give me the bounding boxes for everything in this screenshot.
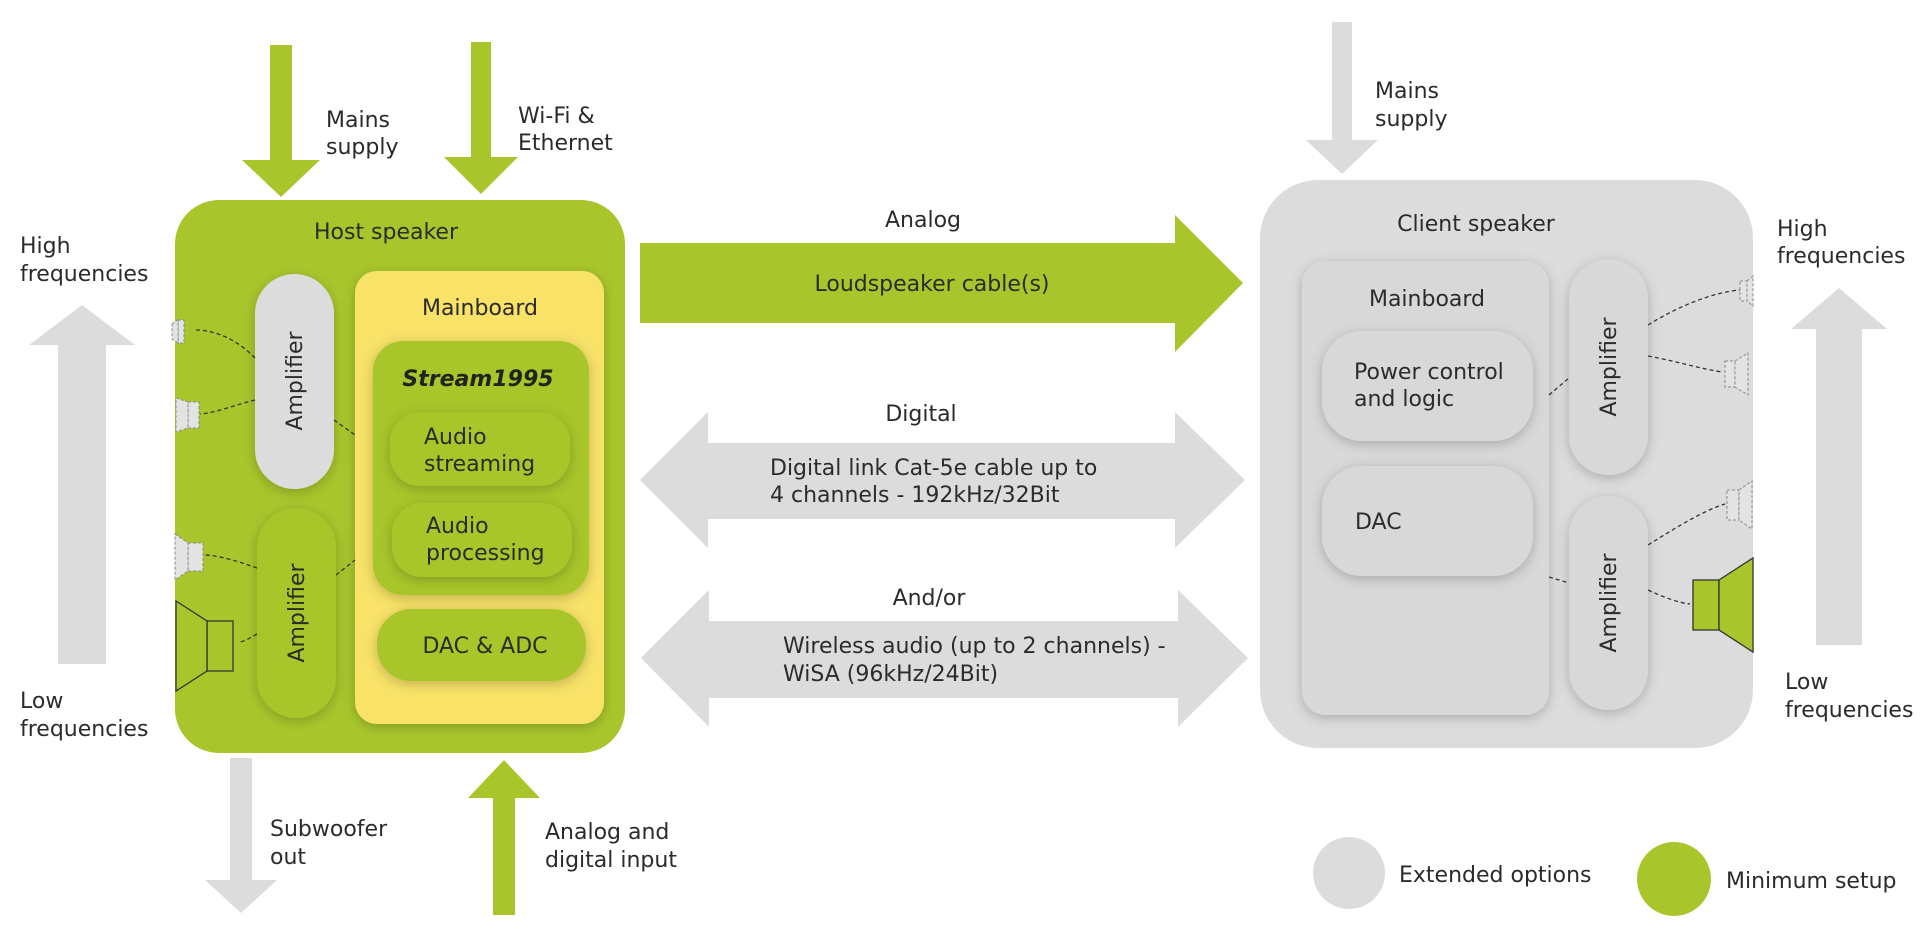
digital-label: Digital: [885, 402, 956, 427]
subwoofer-out-label-1: Subwoofer: [270, 817, 388, 842]
svg-text:Analog and digital input: Analog and digital input: [545, 820, 677, 873]
client-mainboard-title: Mainboard: [1369, 287, 1485, 312]
host-amplifier-bottom-label: Amplifier: [285, 562, 310, 662]
right-high-label-2: frequencies: [1777, 244, 1905, 269]
host-mainboard-title: Mainboard: [422, 296, 538, 321]
svg-text:Audio processing: Audio processing: [426, 514, 545, 566]
analog-input-label-2: digital input: [545, 848, 677, 873]
svg-text:Power control and logic: Power control and logic: [1354, 360, 1511, 412]
host-amplifier-top: [255, 274, 334, 489]
analog-link-arrow: [640, 215, 1243, 352]
wireless-link-arrow: [641, 590, 1248, 727]
host-mains-label-2: supply: [326, 135, 398, 160]
host-network-label-1: Wi-Fi &: [518, 104, 595, 129]
left-high-label-2: frequencies: [20, 262, 148, 287]
client-amplifier-top: [1569, 259, 1648, 475]
svg-text:Wireless audio (up to 2 channe: Wireless audio (up to 2 channels) - WiSA…: [783, 634, 1173, 687]
host-midrange-line: [204, 554, 258, 569]
left-low-label-1: Low: [20, 689, 63, 714]
client-midrange-icon: [1726, 480, 1753, 530]
left-frequency-arrow: [29, 305, 135, 664]
client-woofer-icon: [1692, 556, 1754, 654]
digital-link-arrow: [640, 412, 1245, 548]
client-amplifier-bottom-label: Amplifier: [1597, 552, 1622, 652]
svg-text:Mains supply: Mains supply: [326, 108, 398, 160]
svg-text:Low frequencies: Low frequencies: [20, 689, 148, 742]
wireless-text-1: Wireless audio (up to 2 channels) -: [783, 634, 1166, 659]
host-tweeter-1-line: [195, 329, 256, 359]
host-network-arrow: [444, 42, 518, 194]
subwoofer-out-label-2: out: [270, 845, 306, 870]
host-woofer-icon: [175, 599, 234, 693]
host-amp-to-mainboard-line: [333, 419, 356, 576]
host-network-label-2: Ethernet: [518, 131, 613, 156]
client-mains-label-1: Mains: [1375, 79, 1439, 104]
audio-processing-label-1: Audio: [426, 514, 489, 539]
right-low-label-1: Low: [1785, 670, 1828, 695]
right-high-label-1: High: [1777, 217, 1828, 242]
host-midrange-icon: [174, 533, 204, 581]
legend-extended-swatch: [1313, 837, 1385, 909]
dac-adc-block: [377, 609, 586, 681]
client-dac-label: DAC: [1355, 510, 1402, 535]
svg-text:High frequencies: High frequencies: [1777, 217, 1905, 269]
left-low-label-2: frequencies: [20, 717, 148, 742]
svg-text:Subwoofer out: Subwoofer out: [270, 817, 394, 870]
client-amplifier-bottom: [1569, 496, 1648, 710]
dac-adc-label: DAC & ADC: [422, 634, 547, 659]
svg-text:High frequencies: High frequencies: [20, 234, 148, 287]
client-speaker-title: Client speaker: [1397, 212, 1556, 237]
audio-processing-block: [392, 503, 572, 577]
host-speaker-title: Host speaker: [314, 220, 459, 245]
client-tweeter-1-icon: [1739, 274, 1754, 308]
analog-digital-input-arrow: [468, 760, 540, 915]
host-mains-arrow: [242, 45, 320, 197]
client-dac-block: [1322, 466, 1533, 576]
legend-minimum-label: Minimum setup: [1726, 869, 1896, 894]
host-amplifier-bottom: [257, 508, 336, 718]
audio-streaming-label-1: Audio: [424, 425, 487, 450]
host-amplifier-top-label: Amplifier: [283, 330, 308, 430]
svg-text:Mains supply: Mains supply: [1375, 79, 1447, 132]
host-tweeter-1-icon: [171, 319, 185, 344]
loudspeaker-cable-label: Loudspeaker cable(s): [814, 272, 1049, 297]
client-tweeter-2-line: [1647, 355, 1724, 373]
legend-extended-label: Extended options: [1399, 863, 1592, 888]
digital-link-text-2: 4 channels - 192kHz/32Bit: [770, 483, 1060, 508]
analog-label: Analog: [885, 208, 961, 233]
stream1995-brand: Stream1995: [402, 367, 553, 392]
host-mains-label-1: Mains: [326, 108, 390, 133]
analog-input-label-1: Analog and: [545, 820, 669, 845]
right-frequency-arrow: [1791, 288, 1887, 645]
host-woofer-line: [239, 633, 258, 643]
power-control-block: [1322, 331, 1533, 441]
audio-streaming-block: [390, 412, 570, 486]
digital-link-text-1: Digital link Cat-5e cable up to: [770, 456, 1097, 481]
subwoofer-out-arrow: [205, 758, 277, 913]
svg-text:Digital link Cat-5e cable up t: Digital link Cat-5e cable up to 4 channe…: [770, 456, 1104, 508]
host-tweeter-2-icon: [175, 397, 200, 433]
left-high-label-1: High: [20, 234, 71, 259]
client-mains-arrow: [1306, 22, 1378, 174]
client-amplifier-top-label: Amplifier: [1597, 316, 1622, 416]
and-or-label: And/or: [893, 586, 967, 611]
legend-minimum-swatch: [1637, 842, 1711, 916]
client-mains-label-2: supply: [1375, 107, 1447, 132]
audio-streaming-label-2: streaming: [424, 452, 535, 477]
client-mainboard-amp-lines: [1548, 377, 1570, 584]
svg-text:Low frequencies: Low frequencies: [1785, 670, 1913, 723]
power-control-label-1: Power control: [1354, 360, 1504, 385]
right-low-label-2: frequencies: [1785, 698, 1913, 723]
svg-text:Wi-Fi & Ethernet: Wi-Fi & Ethernet: [518, 104, 613, 156]
client-tweeter-2-icon: [1724, 352, 1749, 396]
svg-text:Audio streaming: Audio streaming: [424, 425, 535, 477]
host-tweeter-2-line: [199, 399, 256, 415]
audio-processing-label-2: processing: [426, 541, 545, 566]
wireless-text-2: WiSA (96kHz/24Bit): [783, 662, 998, 687]
client-midrange-line: [1647, 503, 1726, 546]
power-control-label-2: and logic: [1354, 387, 1454, 412]
